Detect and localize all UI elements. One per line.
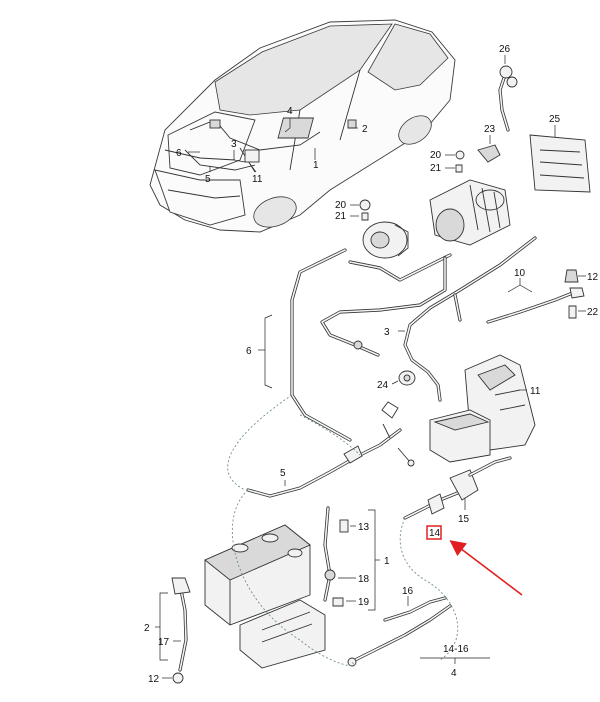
callout-24: 24 (377, 380, 389, 391)
cable-4-16: 16 14-16 4 (347, 586, 490, 679)
part-10-ground-strap: 10 (486, 268, 585, 324)
vehicle-overview (149, 19, 456, 233)
callout-19: 19 (358, 597, 370, 608)
callout-18: 18 (358, 574, 370, 585)
alternator: 20 21 (335, 199, 409, 259)
callout-20-top: 20 (430, 150, 442, 161)
part-25-insulation-mat: 25 (529, 114, 591, 193)
battery (204, 524, 326, 669)
part-11-fuse-box: 11 (429, 354, 541, 463)
callout-11: 11 (530, 386, 541, 397)
highlight-box-14 (426, 525, 442, 540)
callout-26: 26 (499, 44, 511, 55)
callout-car-11: 11 (252, 174, 263, 185)
battery-sensor-cable: 13 18 19 1 (323, 506, 390, 611)
callout-15: 15 (458, 514, 470, 525)
callout-car-4: 4 (287, 106, 293, 117)
cable-5: 5 (246, 401, 415, 498)
highlight-arrow (449, 540, 523, 596)
routing-dotted-lines (227, 394, 459, 666)
callout-5: 5 (280, 468, 286, 479)
part-26-bracket: 26 (498, 44, 518, 132)
starter-nut-bolt: 20 21 (430, 150, 465, 174)
part-12-22-fasteners: 12 22 (564, 269, 599, 319)
car-callouts: 1 2 3 4 5 6 11 (176, 106, 368, 185)
left-ground-cable: 2 17 12 (144, 577, 191, 685)
callout-1: 1 (384, 556, 390, 567)
callout-14: 14 (429, 528, 441, 539)
starter-motor (429, 179, 511, 246)
callout-12-left: 12 (148, 674, 160, 685)
callout-22: 22 (587, 307, 599, 318)
cable-6: 6 (246, 248, 352, 442)
callout-12-right: 12 (587, 272, 599, 283)
callout-car-3: 3 (231, 139, 237, 150)
part-23-clip: 23 (477, 124, 501, 163)
callout-17: 17 (158, 637, 170, 648)
callout-21-top: 21 (430, 163, 442, 174)
callout-25: 25 (549, 114, 561, 125)
callout-car-2: 2 (362, 124, 368, 135)
callout-23: 23 (484, 124, 496, 135)
callout-16: 16 (402, 586, 414, 597)
callout-car-1: 1 (313, 160, 319, 171)
callout-10: 10 (514, 268, 526, 279)
callout-car-6: 6 (176, 148, 182, 159)
callout-4: 4 (451, 668, 457, 679)
callout-13: 13 (358, 522, 370, 533)
part-24-grommet: 24 (377, 370, 416, 391)
callout-2: 2 (144, 623, 150, 634)
callout-6: 6 (246, 346, 252, 357)
callout-car-5: 5 (205, 174, 211, 185)
callout-21-mid: 21 (335, 211, 347, 222)
cable-3: 3 (384, 236, 537, 402)
callout-3: 3 (384, 327, 390, 338)
callout-14-16: 14-16 (443, 644, 469, 655)
cable-middle-loop (320, 253, 452, 357)
callout-20-mid: 20 (335, 200, 347, 211)
part-15-14-battery-cable: 15 14 (403, 456, 512, 540)
